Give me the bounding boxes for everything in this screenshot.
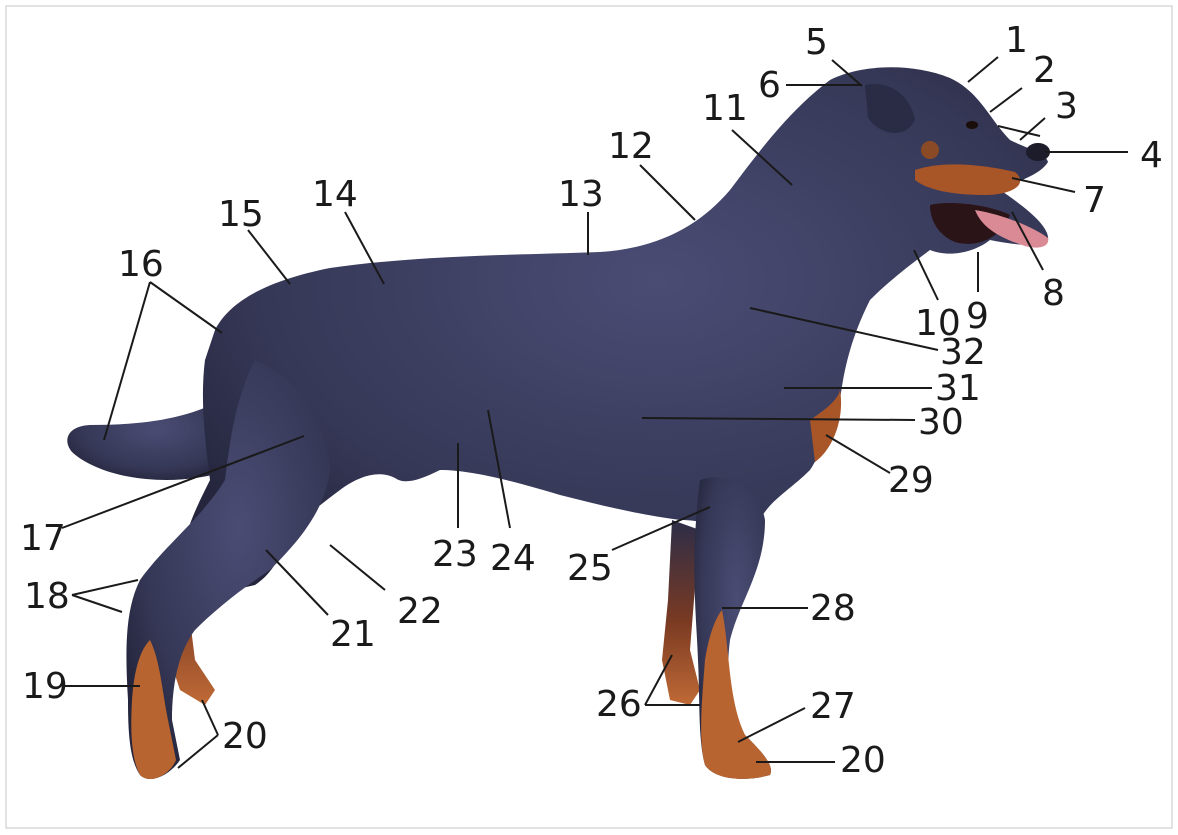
number-labels: 1 2 3 4 5 6 7 8 9 10 11 12 13 14 15 16 1… [20,20,1163,781]
ear [865,84,915,133]
leader-line-3 [1019,117,1046,141]
leader-line-32 [749,307,939,351]
leader-line-26a [644,654,673,706]
leader-line-5 [831,59,863,87]
label-10: 10 [915,303,961,344]
image-frame [5,5,1173,829]
leader-line-7 [1011,177,1076,193]
label-8: 8 [1042,273,1065,314]
leader-line-15 [247,229,291,285]
chest-tan [810,390,842,462]
leader-line-18b [71,594,123,613]
near-front-leg-tan [701,610,771,779]
leader-line-11 [731,129,793,186]
label-31: 31 [935,368,981,409]
far-front-leg [662,520,700,705]
label-14: 14 [312,174,358,215]
label-12: 12 [608,126,654,167]
label-28: 28 [810,588,856,629]
label-21: 21 [330,614,376,655]
eye [966,121,978,129]
label-22: 22 [397,591,443,632]
leader-line-29 [825,434,891,474]
body [181,67,1049,600]
leader-lines [61,56,1128,769]
label-1: 1 [1005,20,1028,61]
label-29: 29 [888,460,934,501]
rottweiler-illustration [67,67,1050,780]
near-hind-leg-tan [131,640,176,780]
label-13: 13 [558,174,604,215]
label-30: 30 [918,402,964,443]
label-15: 15 [218,194,264,235]
leader-line-27 [737,707,806,743]
tongue [975,210,1049,248]
label-5: 5 [805,22,828,63]
leader-line-17 [61,435,305,529]
label-11: 11 [702,88,748,129]
near-hind-leg [126,360,330,780]
label-7: 7 [1083,180,1106,221]
label-26: 26 [596,684,642,725]
leader-line-3b [997,125,1041,137]
leader-line-14 [344,211,385,285]
leader-line-21 [265,549,329,616]
leader-line-24 [487,409,511,529]
leader-line-18a [71,579,139,596]
leader-line-16b [103,281,151,441]
leader-line-30 [641,417,916,421]
nose [1026,143,1050,161]
leader-line-20a [201,699,219,736]
label-19: 19 [22,666,68,707]
label-2: 2 [1033,50,1056,91]
label-9: 9 [966,296,989,337]
leader-line-1 [967,56,999,83]
label-32: 32 [940,332,986,373]
muzzle-tan [915,164,1021,195]
label-24: 24 [490,538,536,579]
label-3: 3 [1055,86,1078,127]
label-16: 16 [118,244,164,285]
label-23: 23 [432,534,478,575]
leader-line-25 [611,506,711,551]
label-20-hind: 20 [222,716,268,757]
label-6: 6 [758,65,781,106]
leader-line-8 [1011,211,1044,271]
label-27: 27 [810,686,856,727]
tail [67,395,230,481]
label-18: 18 [24,576,70,617]
leader-line-22 [329,544,386,591]
label-20-front: 20 [840,740,886,781]
leader-line-12 [639,164,696,221]
leader-line-20b [177,734,219,769]
leader-line-2 [989,87,1023,113]
label-17: 17 [20,518,66,559]
label-25: 25 [567,548,613,589]
leader-line-10 [913,249,939,301]
eyebrow-spot [921,141,939,159]
leader-line-16a [149,281,223,334]
label-4: 4 [1140,135,1163,176]
